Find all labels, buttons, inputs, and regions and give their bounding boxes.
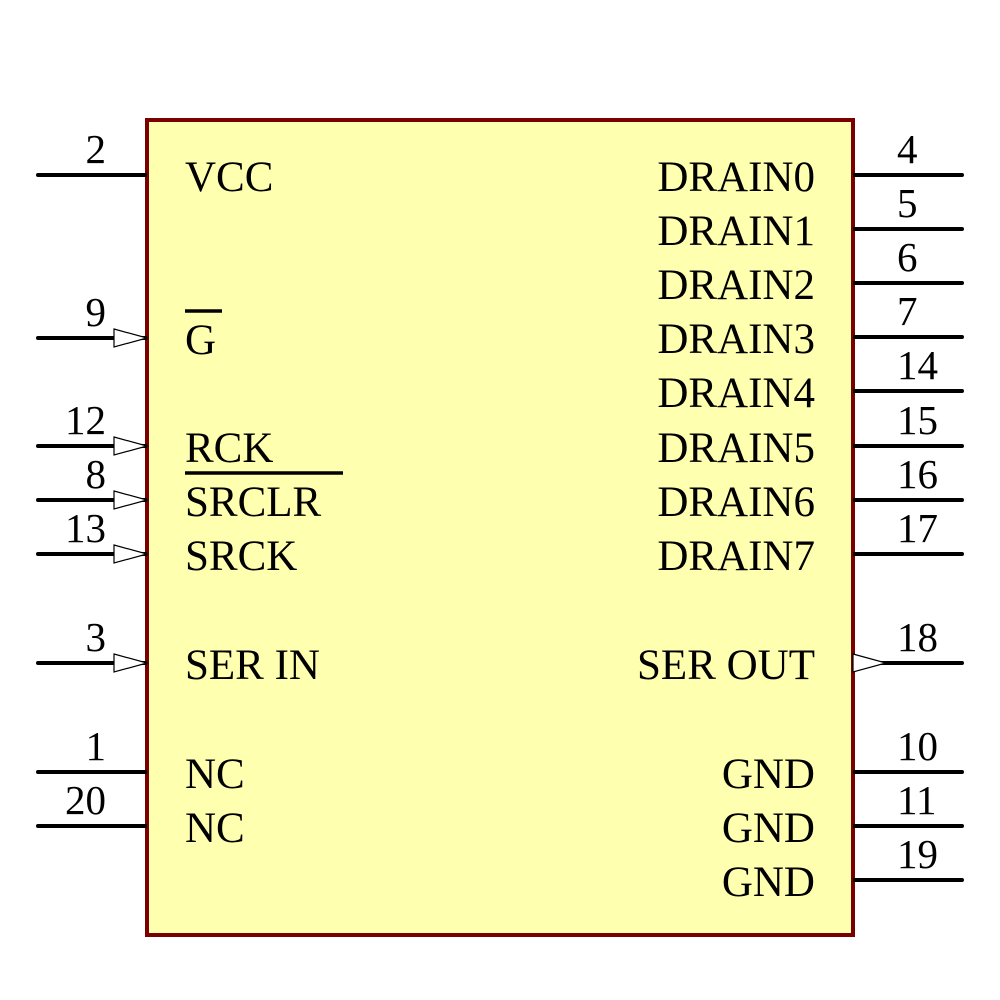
right-pin: 19 GND — [722, 831, 964, 906]
pin-end-dot — [960, 389, 964, 393]
clock-triangle — [113, 490, 150, 510]
pin-end-dot — [960, 661, 964, 665]
output-triangle — [852, 653, 889, 673]
right-pin: 16 DRAIN6 — [657, 451, 964, 526]
pin-number: 14 — [897, 342, 938, 388]
left-pin: 8 SRCLR — [36, 451, 343, 526]
pin-name: GND — [722, 805, 815, 852]
right-pin: 6 DRAIN2 — [657, 234, 964, 309]
pin-number: 5 — [897, 180, 918, 226]
pin-end-dot — [960, 173, 964, 177]
pin-name: NC — [185, 751, 245, 798]
pin-name: GND — [722, 751, 815, 798]
pin-name: RCK — [185, 425, 273, 472]
pin-end-dot — [36, 661, 40, 665]
pin-name: SRCLR — [185, 479, 322, 526]
right-pin: 4 DRAIN0 — [657, 126, 964, 201]
pin-number: 2 — [86, 126, 107, 172]
pin-end-dot — [960, 227, 964, 231]
pin-name: SER OUT — [637, 642, 815, 689]
pin-number: 7 — [897, 288, 918, 334]
pin-end-dot — [960, 824, 964, 828]
pin-name: G — [185, 317, 216, 364]
pin-number: 9 — [86, 289, 107, 335]
pin-name: VCC — [185, 154, 273, 201]
pin-number: 12 — [65, 397, 106, 443]
pin-end-dot — [36, 173, 40, 177]
pin-end-dot — [960, 335, 964, 339]
pin-name: DRAIN1 — [657, 208, 815, 255]
pin-end-dot — [36, 770, 40, 774]
pin-end-dot — [36, 336, 40, 340]
pin-name: DRAIN3 — [657, 316, 815, 363]
right-pin: 10 GND — [722, 723, 964, 798]
pin-number: 17 — [897, 505, 938, 551]
pin-number: 6 — [897, 234, 918, 280]
clock-triangle — [113, 436, 150, 456]
pin-number: 1 — [86, 723, 107, 769]
pin-end-dot — [36, 552, 40, 556]
pin-end-dot — [960, 878, 964, 882]
pin-end-dot — [960, 770, 964, 774]
pin-number: 4 — [897, 126, 918, 172]
pin-number: 20 — [65, 777, 106, 823]
left-pin: 20 NC — [36, 777, 245, 852]
right-pin: 15 DRAIN5 — [657, 397, 964, 472]
left-pin: 2 VCC — [36, 126, 273, 201]
pin-end-dot — [960, 444, 964, 448]
pin-number: 11 — [897, 777, 936, 823]
pin-number: 15 — [897, 397, 938, 443]
pin-name: DRAIN2 — [657, 262, 815, 309]
clock-triangle — [113, 544, 150, 564]
right-pin: 5 DRAIN1 — [657, 180, 964, 255]
left-pin: 9 G — [36, 289, 222, 364]
pin-end-dot — [36, 498, 40, 502]
right-pin: 18 SER OUT — [637, 614, 964, 689]
pin-name: SRCK — [185, 533, 297, 580]
pin-number: 10 — [897, 723, 938, 769]
clock-triangle — [113, 328, 150, 348]
pin-name: DRAIN5 — [657, 425, 815, 472]
right-pin: 7 DRAIN3 — [657, 288, 964, 363]
left-pin: 1 NC — [36, 723, 245, 798]
right-pin: 11 GND — [722, 777, 964, 852]
pin-end-dot — [36, 824, 40, 828]
left-pin: 3 SER IN — [36, 614, 320, 689]
clock-triangle — [113, 653, 150, 673]
pin-end-dot — [960, 498, 964, 502]
pin-name: DRAIN6 — [657, 479, 815, 526]
pin-end-dot — [960, 281, 964, 285]
pin-name: NC — [185, 805, 245, 852]
pin-number: 3 — [86, 614, 107, 660]
pin-name: DRAIN0 — [657, 154, 815, 201]
pin-name: SER IN — [185, 642, 320, 689]
pin-end-dot — [960, 552, 964, 556]
pin-end-dot — [36, 444, 40, 448]
pin-name: DRAIN4 — [657, 370, 815, 417]
pin-number: 13 — [65, 505, 106, 551]
pin-number: 8 — [86, 451, 107, 497]
right-pin: 14 DRAIN4 — [657, 342, 964, 417]
left-pin: 13 SRCK — [36, 505, 297, 580]
left-pin: 12 RCK — [36, 397, 273, 472]
pin-name: GND — [722, 859, 815, 906]
pin-number: 18 — [897, 614, 938, 660]
chip-body — [145, 118, 855, 937]
pin-number: 19 — [897, 831, 938, 877]
pin-number: 16 — [897, 451, 938, 497]
pin-name: DRAIN7 — [657, 533, 815, 580]
right-pin: 17 DRAIN7 — [657, 505, 964, 580]
